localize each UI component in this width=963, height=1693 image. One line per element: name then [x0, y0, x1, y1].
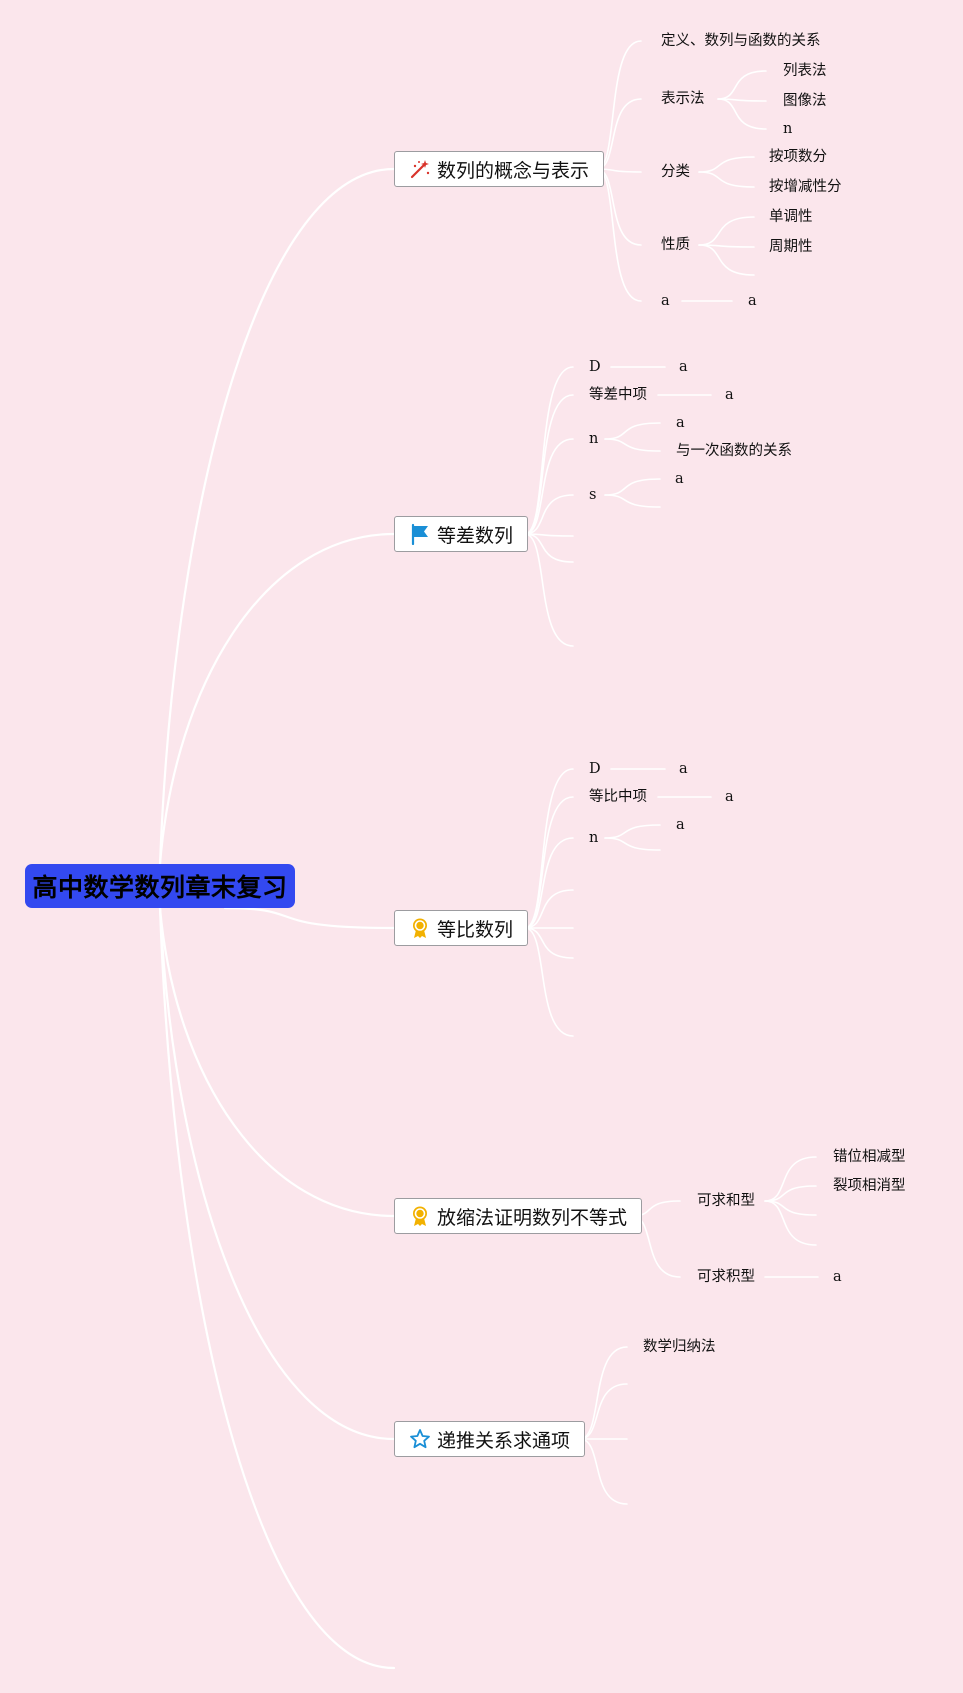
topic-label: 等差数列 — [437, 524, 514, 547]
leaf-a[interactable]: a — [676, 817, 685, 833]
leaf-a[interactable]: a — [748, 293, 757, 309]
branch-line — [579, 1383, 628, 1440]
leaf-a[interactable]: a — [725, 789, 734, 805]
award-medal-icon — [409, 917, 431, 939]
subtopic-classification[interactable]: 分类 — [661, 164, 690, 180]
leaf-a[interactable]: a — [679, 359, 688, 375]
branch-line — [524, 796, 574, 929]
branch-line — [524, 533, 574, 647]
leaf-by-monotonicity[interactable]: 按增减性分 — [769, 179, 842, 195]
branch-line — [524, 889, 574, 929]
subtopic-summable-type[interactable]: 可求和型 — [697, 1193, 755, 1209]
branch-line — [604, 494, 661, 508]
branch-line — [698, 171, 755, 188]
branch-line — [524, 366, 574, 535]
magic-wand-icon — [409, 158, 431, 180]
branch-line — [764, 1185, 817, 1202]
star-icon — [409, 1428, 431, 1450]
subtopic-product-type[interactable]: 可求积型 — [697, 1269, 755, 1285]
main-branch-line — [158, 906, 396, 1670]
branch-line — [764, 1200, 817, 1246]
leaf-a[interactable]: a — [679, 761, 688, 777]
main-branch-line — [158, 906, 396, 1218]
topic-scaling-proof[interactable]: 放缩法证明数列不等式 — [394, 1198, 643, 1234]
branch-line — [604, 837, 661, 851]
main-branch-line — [158, 532, 396, 866]
subtopic-arithmetic-mean[interactable]: 等差中项 — [589, 387, 647, 403]
flag-icon — [409, 523, 431, 545]
branch-line — [524, 927, 574, 1037]
topic-label: 等比数列 — [437, 918, 514, 941]
subtopic-representation[interactable]: 表示法 — [661, 91, 705, 107]
leaf-periodicity[interactable]: 周期性 — [769, 239, 813, 255]
topic-arithmetic-sequence[interactable]: 等差数列 — [394, 516, 529, 552]
branch-line — [596, 168, 642, 302]
branch-line — [524, 394, 574, 535]
branch-line — [524, 927, 574, 959]
leaf-table-method[interactable]: 列表法 — [783, 63, 827, 79]
subtopic-definition-d[interactable]: D — [589, 359, 601, 375]
award-medal-icon — [409, 1205, 431, 1227]
branch-line — [604, 478, 661, 496]
branch-line — [717, 70, 767, 100]
branch-line — [698, 244, 755, 276]
branch-line — [524, 837, 574, 929]
topic-recurrence-general-term[interactable]: 递推关系求通项 — [394, 1421, 586, 1457]
topic-sequence-concept[interactable]: 数列的概念与表示 — [394, 151, 605, 187]
subtopic-mathematical-induction[interactable]: 数学归纳法 — [643, 1339, 716, 1355]
subtopic-a[interactable]: a — [661, 293, 670, 309]
main-branch-line — [158, 906, 396, 1441]
leaf-formula-n[interactable]: n — [783, 121, 793, 137]
leaf-a[interactable]: a — [676, 415, 685, 431]
leaf-graph-method[interactable]: 图像法 — [783, 93, 827, 109]
branch-line — [764, 1156, 817, 1202]
leaf-telescoping[interactable]: 裂项相消型 — [833, 1178, 906, 1194]
branch-line — [604, 438, 661, 452]
leaf-a[interactable]: a — [833, 1269, 842, 1285]
topic-geometric-sequence[interactable]: 等比数列 — [394, 910, 529, 946]
branch-line — [764, 1200, 817, 1216]
branch-line — [596, 40, 642, 170]
central-topic[interactable]: 高中数学数列章末复习 — [25, 864, 295, 908]
topic-label: 递推关系求通项 — [437, 1429, 571, 1452]
branch-line — [223, 906, 396, 930]
leaf-shifted-subtraction[interactable]: 错位相减型 — [833, 1149, 906, 1165]
topic-label: 放缩法证明数列不等式 — [437, 1206, 628, 1229]
subtopic-general-term-n[interactable]: n — [589, 830, 599, 846]
main-branch-line — [158, 167, 396, 866]
subtopic-sum-s[interactable]: s — [589, 487, 597, 503]
branch-line — [524, 768, 574, 929]
leaf-linear-function-relation[interactable]: 与一次函数的关系 — [676, 443, 792, 459]
subtopic-general-term-n[interactable]: n — [589, 431, 599, 447]
branch-line — [604, 824, 661, 839]
central-topic-label: 高中数学数列章末复习 — [32, 873, 288, 902]
subtopic-definition-d[interactable]: D — [589, 761, 601, 777]
leaf-a[interactable]: a — [675, 471, 684, 487]
branch-line — [524, 438, 574, 535]
leaf-monotonicity[interactable]: 单调性 — [769, 209, 813, 225]
leaf-a[interactable]: a — [725, 387, 734, 403]
branch-line — [579, 1438, 628, 1505]
subtopic-definition[interactable]: 定义、数列与函数的关系 — [661, 33, 821, 49]
branch-line — [717, 98, 767, 130]
topic-label: 数列的概念与表示 — [437, 159, 590, 182]
branch-line — [579, 1346, 628, 1440]
branch-line — [524, 533, 574, 563]
branch-line — [604, 422, 661, 440]
branch-line — [698, 216, 755, 246]
leaf-by-term-count[interactable]: 按项数分 — [769, 149, 827, 165]
branch-line — [698, 156, 755, 173]
subtopic-geometric-mean[interactable]: 等比中项 — [589, 789, 647, 805]
subtopic-properties[interactable]: 性质 — [661, 237, 690, 253]
branch-line — [524, 494, 574, 535]
